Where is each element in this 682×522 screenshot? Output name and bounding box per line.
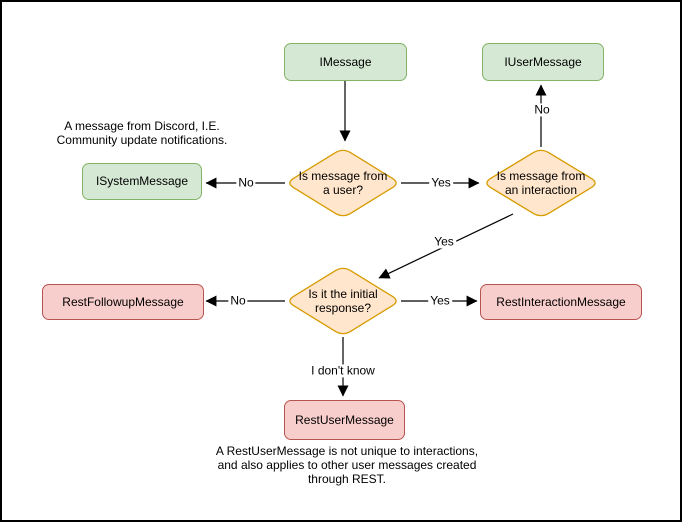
node-question-is-from-user: Is message from a user? <box>285 147 401 219</box>
node-question-is-initial-response-label: Is it the initial response? <box>308 286 378 315</box>
diamond-shape <box>486 149 596 217</box>
node-question-is-from-user-label: Is message from a user? <box>298 168 388 197</box>
edge-label-i-dont-know: I don't know <box>309 363 377 378</box>
node-imessage-label: IMessage <box>319 54 372 69</box>
node-restfollowupmessage-label: RestFollowupMessage <box>62 294 184 309</box>
edge-label-yes-restinteraction: Yes <box>428 293 452 308</box>
edge-label-yes-isfrominteraction: Yes <box>429 175 453 190</box>
node-restfollowupmessage: RestFollowupMessage <box>42 284 204 320</box>
node-restinteractionmessage: RestInteractionMessage <box>480 284 642 320</box>
diamond-shape <box>289 149 397 217</box>
node-isystemmessage-label: ISystemMessage <box>95 174 189 189</box>
node-question-is-initial-response: Is it the initial response? <box>285 265 401 337</box>
node-restusermessage-label: RestUserMessage <box>295 412 394 427</box>
edge-label-no-iusermessage: No <box>532 102 552 117</box>
edge-label-yes-isinitial: Yes <box>432 234 456 249</box>
note-rest-user-message: A RestUserMessage is not unique to inter… <box>215 444 479 486</box>
node-question-is-from-interaction: Is message from an interaction <box>482 147 600 219</box>
edge-label-no-isystemmessage: No <box>236 175 256 190</box>
node-iusermessage-label: IUserMessage <box>504 54 582 69</box>
node-restusermessage: RestUserMessage <box>284 400 405 440</box>
diamond-shape <box>289 267 397 335</box>
node-question-is-from-interaction-label: Is message from an interaction <box>496 168 586 197</box>
note-system-message: A message from Discord, I.E. Community u… <box>56 119 228 147</box>
node-isystemmessage: ISystemMessage <box>82 163 202 200</box>
edge-label-no-restfollowup: No <box>228 293 248 308</box>
node-imessage: IMessage <box>284 43 407 81</box>
node-iusermessage: IUserMessage <box>482 43 604 81</box>
node-restinteractionmessage-label: RestInteractionMessage <box>496 294 626 309</box>
